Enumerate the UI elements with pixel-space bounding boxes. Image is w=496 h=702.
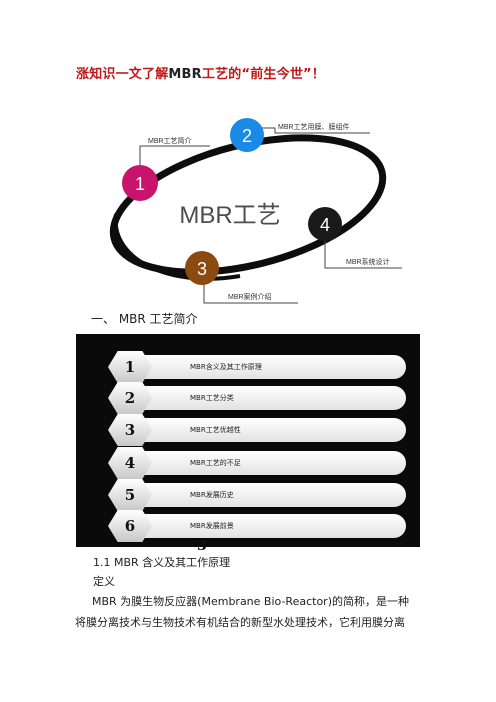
definition-label: 定义 [93, 575, 115, 588]
outline-item: 6 MBR发展前景 [108, 510, 406, 542]
node-number-4: 4 [320, 215, 330, 235]
leader-line-3 [203, 280, 298, 304]
node-circle-2 [230, 118, 264, 152]
hexagon-badge [108, 351, 152, 383]
outline-item-label: MBR发展前景 [190, 522, 234, 530]
outline-item-number: 4 [124, 454, 136, 472]
node-number-2: 2 [242, 126, 252, 146]
outline-item-label: MBR工艺优越性 [190, 426, 241, 434]
leader-line-1 [139, 145, 210, 165]
outline-item: 2 MBR工艺分类 [108, 382, 406, 414]
diagram-center-text: MBR工艺 [179, 202, 280, 229]
outline-item-label: MBR发展历史 [190, 491, 234, 499]
outline-item: 3 MBR工艺优越性 [108, 414, 406, 446]
section-heading: 一、 MBR 工艺简介 [91, 312, 198, 326]
hexagon-badge [108, 382, 152, 414]
node-circle-1 [122, 165, 158, 201]
hexagon-badge [108, 510, 152, 542]
outline-item: 4 MBR工艺的不足 [108, 447, 406, 479]
outline-item-number: 5 [124, 486, 136, 504]
outline-item-number: 1 [124, 358, 136, 376]
node-number-3: 3 [197, 259, 207, 279]
outline-item-label: MBR工艺分类 [190, 394, 234, 402]
outline-panel: 1 MBR含义及其工作原理 2 MBR工艺分类 3 MBR工艺优越性 4 MBR… [76, 334, 420, 547]
swoosh-tail [113, 213, 241, 281]
node-number-1: 1 [135, 174, 145, 194]
hexagon-badge [108, 414, 152, 446]
leader-line-2 [260, 127, 370, 134]
outline-item: 5 MBR发展历史 [108, 479, 406, 511]
outline-item-number: 3 [124, 421, 136, 439]
outline-item-number: 6 [124, 517, 136, 535]
outline-item-number: 2 [124, 389, 136, 407]
node-circle-3 [185, 251, 219, 285]
stray-number: 3 [197, 538, 207, 554]
subsection-heading: 1.1 MBR 含义及其工作原理 [93, 556, 231, 569]
outline-item-label: MBR含义及其工作原理 [190, 363, 262, 371]
paragraph-line-1: MBR 为膜生物反应器(Membrane Bio-Reactor)的简称，是一种 [92, 595, 409, 608]
hexagon-badge [108, 447, 152, 479]
outline-item: 1 MBR含义及其工作原理 [108, 351, 406, 383]
swoosh-ring [109, 134, 387, 276]
leader-line-4 [324, 240, 402, 269]
node-label-4: MBR系统设计 [346, 257, 390, 266]
page-title: 涨知识一文了解MBR工艺的“前生今世”！ [76, 67, 325, 82]
hexagon-badge [108, 479, 152, 511]
paragraph-line-2: 将膜分离技术与生物技术有机结合的新型水处理技术，它利用膜分离 [75, 616, 405, 629]
outline-item-label: MBR工艺的不足 [190, 459, 241, 467]
node-label-3: MBR案例介绍 [228, 292, 272, 301]
node-label-2: MBR工艺用膜、膜组件 [278, 122, 350, 131]
node-circle-4 [308, 207, 342, 241]
definition-paragraph: MBR 为膜生物反应器(Membrane Bio-Reactor)的简称，是一种… [75, 591, 430, 633]
node-label-1: MBR工艺简介 [148, 136, 192, 145]
